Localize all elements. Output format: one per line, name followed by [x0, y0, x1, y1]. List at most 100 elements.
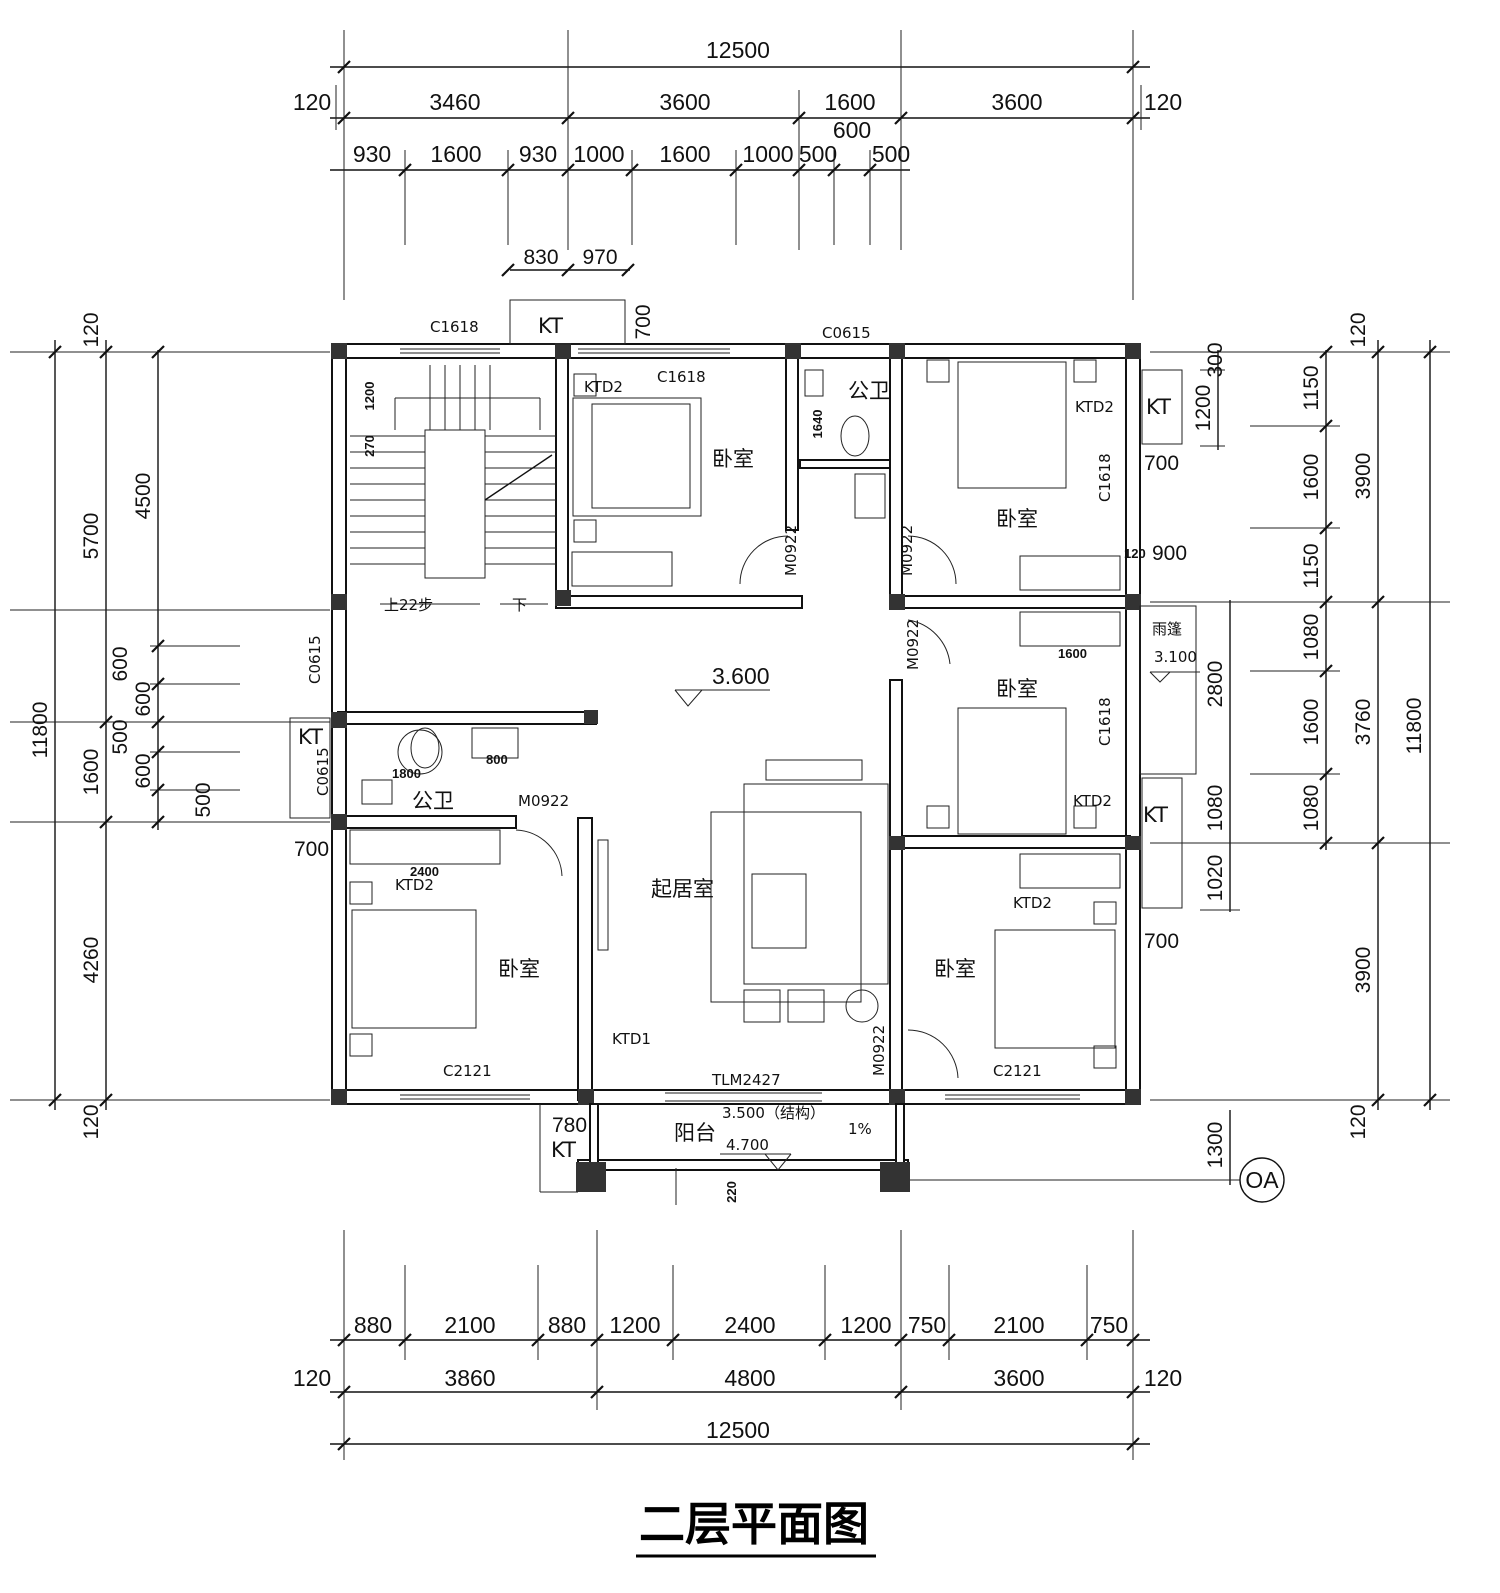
misc-1200: 1200: [362, 382, 377, 411]
misc-1600: 1600: [1058, 646, 1087, 661]
right-dim-1: 3900: [1352, 453, 1375, 500]
top-dim-3: 1600: [824, 89, 875, 115]
right-dim2-2: 1600: [1300, 454, 1323, 501]
label-kt-5: KT: [551, 1138, 576, 1162]
axis-bubble: [1239, 1157, 1285, 1203]
label-c0615-a: C0615: [822, 324, 871, 342]
label-kt-4: KT: [298, 725, 323, 749]
elev-floor: 3.600: [712, 663, 770, 689]
furniture: OA: [289, 299, 1285, 1203]
top-dim3-1: 830: [523, 246, 558, 269]
misc-dimensions: 700 700 700 700 120 900 1640 1200 270 18…: [294, 304, 1187, 1202]
right-dim2-7: 1020: [1204, 855, 1227, 902]
element-labels: C1618 C1618 C0615 C1618 C1618 C0615 C061…: [298, 314, 1197, 1162]
right-dimensions: 120 120 11800 3900 3760 3900 1150 1600 1…: [1150, 312, 1450, 1185]
right-dim2-1: 1150: [1300, 365, 1323, 410]
left-total-dim: 11800: [29, 702, 52, 759]
misc-700-r1: 700: [1144, 452, 1179, 475]
bottom-dim2-7: 750: [908, 1312, 946, 1338]
right-total-dim: 11800: [1403, 698, 1426, 755]
misc-2400: 2400: [410, 864, 439, 879]
bottom-dim2-1: 880: [354, 1312, 392, 1338]
elev-struct: 3.500（结构）: [722, 1104, 825, 1122]
label-c0615-b: C0615: [306, 635, 324, 684]
stair: 上22步 下: [350, 365, 556, 614]
label-m0922-d: M0922: [870, 1025, 888, 1076]
room-wc-2: 公卫: [412, 789, 454, 813]
label-c1618-d: C1618: [1096, 697, 1114, 746]
right-dim2-6: 1080: [1300, 785, 1323, 832]
top-edge-right: 120: [1144, 89, 1182, 115]
label-kt-3: KT: [1143, 803, 1168, 827]
label-c2121-a: C2121: [443, 1062, 492, 1080]
left-inner-6: 500: [192, 782, 215, 817]
left-inner-5: 600: [132, 753, 155, 788]
misc-1640: 1640: [810, 410, 825, 439]
top-dim-2: 3600: [659, 89, 710, 115]
label-c0615-c: C0615: [314, 747, 332, 796]
elev-balcony: 4.700: [726, 1136, 769, 1154]
top-total-dim: 12500: [706, 37, 770, 63]
left-dimensions: 120 120 11800 5700 1600 4260 4500 600 60…: [10, 312, 330, 1140]
bottom-dim2-6: 1200: [840, 1312, 891, 1338]
label-ktd2-d: KTD2: [1013, 894, 1052, 912]
right-dim-3: 3900: [1352, 947, 1375, 994]
right-edge-bottom: 120: [1347, 1104, 1370, 1139]
misc-220: 220: [724, 1181, 739, 1203]
right-inner-2: 1200: [1192, 385, 1215, 432]
misc-900: 900: [1152, 542, 1187, 565]
room-balcony: 阳台: [674, 1121, 716, 1145]
top-dim2-3: 930: [519, 141, 557, 167]
label-m0922-b: M0922: [898, 525, 916, 576]
right-dim2-3: 1150: [1300, 543, 1323, 588]
elev-canopy: 3.100: [1154, 648, 1197, 666]
label-ktd2-e: KTD2: [395, 876, 434, 894]
room-bedroom-2: 卧室: [996, 507, 1038, 531]
left-inner-3: 600: [132, 681, 155, 716]
top-dim2-9: 500: [872, 141, 910, 167]
top-dim2-4: 1000: [573, 141, 624, 167]
top-edge-left: 120: [293, 89, 331, 115]
label-ktd2-c: KTD2: [1073, 792, 1112, 810]
room-bedroom-3: 卧室: [996, 677, 1038, 701]
left-inner-1: 4500: [132, 473, 155, 520]
label-kt-2: KT: [1146, 395, 1171, 419]
label-m0922-c: M0922: [904, 619, 922, 670]
top-dim-1: 3460: [429, 89, 480, 115]
top-dim2-5: 1600: [659, 141, 710, 167]
top-dim2-8: 600: [833, 117, 871, 143]
room-labels: 卧室 卧室 卧室 卧室 卧室 起居室 公卫 公卫 阳台 雨篷: [412, 379, 1182, 1145]
bottom-dim-2: 4800: [724, 1365, 775, 1391]
room-wc-1: 公卫: [848, 379, 890, 403]
stair-up-label: 上22步: [384, 596, 433, 614]
bottom-dim-3: 3600: [993, 1365, 1044, 1391]
top-dim2-7: 500: [799, 141, 837, 167]
label-c2121-b: C2121: [993, 1062, 1042, 1080]
right-inner-1: 300: [1204, 342, 1227, 377]
bottom-dim-1: 3860: [444, 1365, 495, 1391]
label-ktd1: KTD1: [612, 1030, 651, 1048]
top-dim-4: 3600: [991, 89, 1042, 115]
drawing-title: 二层平面图: [639, 1497, 869, 1551]
right-dim2-5: 1600: [1300, 699, 1323, 746]
stair-down-label: 下: [512, 596, 527, 614]
left-dim-3: 4260: [80, 937, 103, 984]
left-inner-4: 500: [109, 719, 132, 754]
top-dim3-2: 970: [582, 246, 617, 269]
left-edge-top: 120: [80, 312, 103, 347]
bottom-edge-left: 120: [293, 1365, 331, 1391]
top-dimensions: 12500 120 120 3460 3600 1600 3600 930 16…: [293, 30, 1182, 300]
label-kt-1: KT: [538, 314, 563, 338]
misc-270: 270: [362, 435, 377, 457]
bottom-edge-right: 120: [1144, 1365, 1182, 1391]
left-dim-1: 5700: [80, 513, 103, 560]
left-inner-2: 600: [109, 646, 132, 681]
label-c1618-c: C1618: [1096, 453, 1114, 502]
room-bedroom-4: 卧室: [934, 957, 976, 981]
label-c1618-b: C1618: [657, 368, 706, 386]
axis-label: OA: [1245, 1167, 1279, 1193]
room-living: 起居室: [651, 877, 714, 901]
label-m0922-a: M0922: [782, 525, 800, 576]
right-dim2-6b: 1080: [1204, 785, 1227, 832]
